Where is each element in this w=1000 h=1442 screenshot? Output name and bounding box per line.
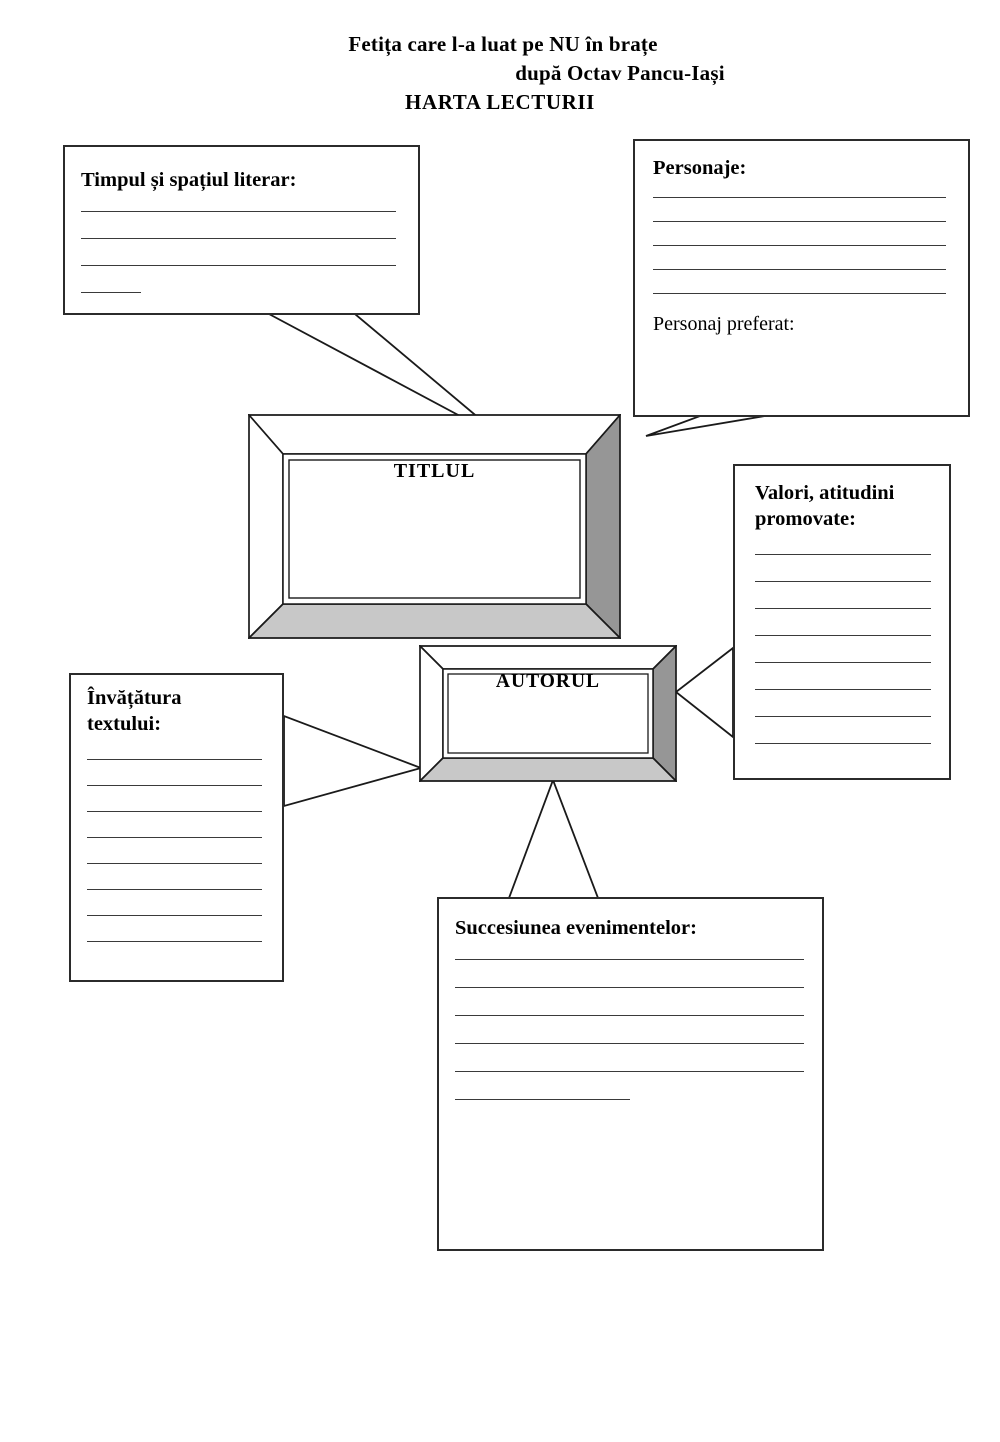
write-line[interactable]	[755, 716, 931, 717]
write-line[interactable]	[653, 245, 946, 246]
write-line[interactable]	[87, 837, 262, 838]
write-line[interactable]	[87, 889, 262, 890]
page-title: Fetița care l-a luat pe NU în brațe după…	[0, 30, 1000, 117]
box-succesiune-write-lines[interactable]	[455, 959, 804, 1100]
title-line-author: după Octav Pancu-Iași	[515, 61, 725, 85]
frame-face-top	[248, 414, 621, 455]
write-line[interactable]	[455, 1015, 804, 1016]
box-valori-write-lines[interactable]	[755, 554, 931, 744]
frame-face-bottom	[248, 603, 621, 639]
frame-face-bottom	[419, 757, 677, 782]
write-line[interactable]	[87, 785, 262, 786]
write-line[interactable]	[81, 238, 396, 239]
frame-face-left	[248, 414, 284, 639]
box-valori-atitudini[interactable]: Valori, atitudini promovate:	[733, 464, 951, 780]
write-line[interactable]	[755, 581, 931, 582]
box-timp-write-lines[interactable]	[81, 211, 396, 293]
write-line[interactable]	[87, 941, 262, 942]
write-line[interactable]	[755, 743, 931, 744]
box-valori-heading: Valori, atitudini promovate:	[755, 482, 895, 530]
write-line[interactable]	[87, 863, 262, 864]
write-line[interactable]	[653, 221, 946, 222]
write-line[interactable]	[455, 1071, 804, 1072]
connector-invatatura-to-autorul	[283, 714, 424, 808]
write-line[interactable]	[755, 608, 931, 609]
frame-face-top	[419, 645, 677, 670]
connector-succesiune-to-autorul	[507, 777, 600, 899]
connector-personaje-to-titlul	[645, 415, 766, 437]
write-line-short[interactable]	[455, 1099, 630, 1100]
write-line[interactable]	[653, 293, 946, 294]
title-line-subtitle: HARTA LECTURII	[405, 90, 595, 114]
write-line[interactable]	[455, 987, 804, 988]
box-succesiune-heading: Succesiunea evenimentelor:	[455, 917, 697, 939]
box-personaje-heading: Personaje:	[653, 157, 747, 179]
frame-inner-area[interactable]	[288, 459, 581, 599]
frame-titlul[interactable]: TITLUL	[248, 414, 621, 639]
box-personaje-write-lines[interactable]	[653, 197, 946, 294]
box-personaje-subheading: Personaj preferat:	[653, 313, 795, 335]
write-line[interactable]	[81, 265, 396, 266]
box-timp-heading: Timpul și spațiul literar:	[81, 169, 297, 191]
frame-inner-area[interactable]	[447, 673, 649, 754]
title-line-story: Fetița care l-a luat pe NU în brațe	[348, 32, 658, 56]
box-personaje[interactable]: Personaje: Personaj preferat:	[633, 139, 970, 417]
write-line[interactable]	[87, 811, 262, 812]
box-invatatura-write-lines[interactable]	[87, 759, 262, 942]
write-line[interactable]	[653, 269, 946, 270]
write-line[interactable]	[653, 197, 946, 198]
write-line[interactable]	[755, 554, 931, 555]
write-line[interactable]	[87, 759, 262, 760]
box-invatatura-textului[interactable]: Învățătura textului:	[69, 673, 284, 982]
write-line[interactable]	[81, 211, 396, 212]
write-line[interactable]	[455, 1043, 804, 1044]
box-invatatura-heading: Învățătura textului:	[87, 687, 182, 735]
write-line[interactable]	[87, 915, 262, 916]
connector-valori-to-autorul	[674, 646, 734, 739]
write-line[interactable]	[455, 959, 804, 960]
frame-face-right	[585, 414, 621, 639]
frame-autorul[interactable]: AUTORUL	[419, 645, 677, 782]
box-succesiunea-evenimentelor[interactable]: Succesiunea evenimentelor:	[437, 897, 824, 1251]
write-line[interactable]	[755, 689, 931, 690]
write-line[interactable]	[755, 662, 931, 663]
box-timp-si-spatiu[interactable]: Timpul și spațiul literar:	[63, 145, 420, 315]
write-line-short[interactable]	[81, 292, 141, 293]
write-line[interactable]	[755, 635, 931, 636]
